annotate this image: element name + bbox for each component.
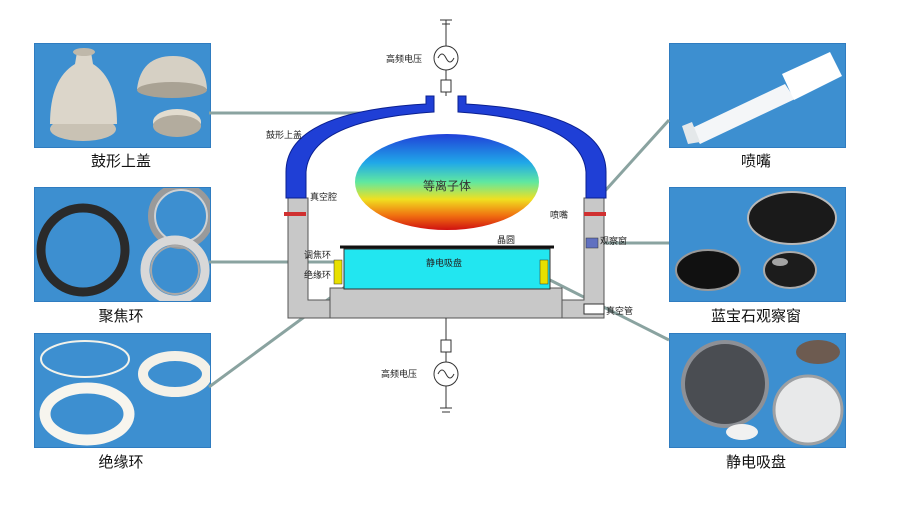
esc-chuck bbox=[343, 248, 551, 290]
label-dome-lid: 鼓形上盖 bbox=[266, 129, 302, 141]
chamber-base bbox=[329, 287, 563, 319]
view-window bbox=[585, 237, 599, 249]
label-focus-ring: 调焦环 bbox=[304, 249, 331, 261]
insulation-ring-right bbox=[539, 259, 549, 285]
vacuum-tube bbox=[583, 303, 605, 315]
label-esc: 静电吸盘 bbox=[426, 257, 462, 269]
caption-dome-lid: 鼓形上盖 bbox=[90, 152, 151, 170]
insulation-ring-parts-icon bbox=[39, 340, 210, 446]
insulation-ring-left bbox=[333, 259, 343, 285]
caption-nozzle: 喷嘴 bbox=[740, 152, 771, 170]
plasma-cloud bbox=[355, 134, 539, 230]
dome-lid-parts-icon bbox=[50, 48, 207, 141]
insulation-ring-photo bbox=[34, 333, 211, 448]
dome-left bbox=[285, 95, 435, 199]
focus-ring-photo bbox=[34, 187, 211, 302]
label-view-window: 观察窗 bbox=[600, 235, 627, 247]
nozzle-part-icon bbox=[682, 52, 842, 144]
label-nozzle: 喷嘴 bbox=[550, 210, 568, 221]
caption-insulation-ring: 绝缘环 bbox=[98, 453, 144, 471]
caption-focus-ring: 聚焦环 bbox=[98, 307, 144, 325]
label-plasma: 等离子体 bbox=[423, 178, 471, 193]
label-insulation-ring: 绝缘环 bbox=[304, 269, 331, 281]
label-rf-bottom: 高频电压 bbox=[381, 368, 417, 380]
label-vacuum-tube: 真空管 bbox=[606, 305, 633, 317]
sapphire-window-parts-icon bbox=[675, 191, 837, 291]
esc-parts-icon bbox=[681, 340, 844, 446]
esc-photo bbox=[669, 333, 846, 448]
dome-lid-photo bbox=[34, 43, 211, 148]
label-wafer: 晶圆 bbox=[497, 235, 515, 246]
nozzle-right bbox=[584, 212, 606, 216]
label-vacuum-chamber: 真空腔 bbox=[310, 191, 337, 203]
rf-bottom-source bbox=[433, 318, 459, 413]
sapphire-window-photo bbox=[669, 187, 846, 302]
dome-right bbox=[457, 95, 607, 199]
caption-esc: 静电吸盘 bbox=[725, 453, 786, 471]
caption-sapphire-window: 蓝宝石观察窗 bbox=[710, 307, 801, 325]
nozzle-left bbox=[284, 212, 306, 216]
rf-top-source bbox=[433, 19, 459, 96]
label-rf-top: 高频电压 bbox=[386, 53, 422, 65]
nozzle-photo bbox=[669, 43, 846, 148]
focus-ring-parts-icon bbox=[36, 188, 210, 301]
